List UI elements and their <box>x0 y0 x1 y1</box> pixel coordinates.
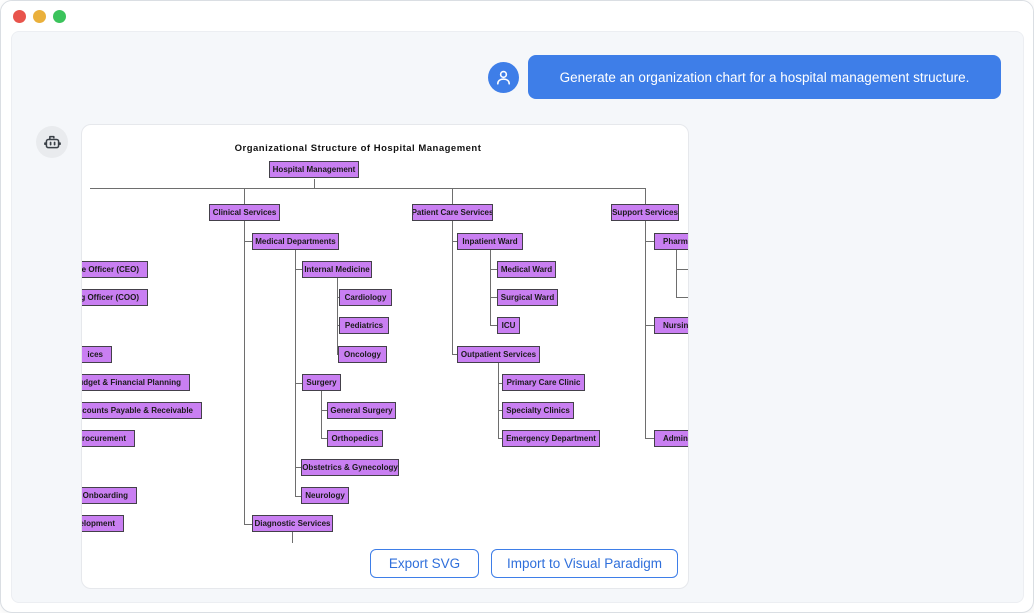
org-node-accounts-clipped: ccounts Payable & Receivable <box>82 402 202 419</box>
connector-line <box>452 354 457 355</box>
connector-line <box>295 250 296 496</box>
connector-line <box>244 188 245 204</box>
connector-line <box>244 524 252 525</box>
connector-line <box>645 438 654 439</box>
connector-line <box>90 188 645 189</box>
user-message-bubble: Generate an organization chart for a hos… <box>528 55 1001 99</box>
export-svg-button[interactable]: Export SVG <box>370 549 479 578</box>
org-node-patient-care-services: Patient Care Services <box>412 204 493 221</box>
org-node-primary-care-clinic: Primary Care Clinic <box>502 374 585 391</box>
connector-line <box>452 221 453 354</box>
connector-line <box>295 496 301 497</box>
org-node-admin-clipped: Admin <box>654 430 688 447</box>
connector-line <box>490 297 497 298</box>
org-node-medical-departments: Medical Departments <box>252 233 339 250</box>
connector-line <box>498 383 502 384</box>
connector-line <box>337 354 338 355</box>
bot-avatar <box>36 126 68 158</box>
connector-line <box>295 269 302 270</box>
org-node-surgery: Surgery <box>302 374 341 391</box>
org-node-emergency-department: Emergency Department <box>502 430 600 447</box>
org-node-surgical-ward: Surgical Ward <box>497 289 558 306</box>
org-node-ceo-clipped: e Officer (CEO) <box>82 261 148 278</box>
org-node-support-services: Support Services <box>611 204 679 221</box>
connector-line <box>645 221 646 438</box>
org-node-icu: ICU <box>497 317 520 334</box>
diagram-card: Organizational Structure of Hospital Man… <box>81 124 689 589</box>
connector-line <box>498 363 499 438</box>
org-node-services-clipped: ices <box>82 346 112 363</box>
connector-line <box>452 188 453 204</box>
connector-line <box>645 325 654 326</box>
connector-line <box>337 325 339 326</box>
connector-line <box>490 269 497 270</box>
connector-line <box>295 383 302 384</box>
org-node-onboarding-clipped: Onboarding <box>82 487 137 504</box>
org-node-outpatient-services: Outpatient Services <box>457 346 540 363</box>
org-node-internal-medicine: Internal Medicine <box>302 261 372 278</box>
robot-icon <box>43 135 61 148</box>
connector-line <box>676 250 677 297</box>
user-avatar <box>488 62 519 93</box>
window-titlebar <box>1 1 1033 31</box>
org-node-pharmacy-clipped: Pharm <box>654 233 688 250</box>
connector-line <box>321 438 327 439</box>
connector-line <box>490 250 491 325</box>
user-message-text: Generate an organization chart for a hos… <box>559 69 970 85</box>
org-node-inpatient-ward: Inpatient Ward <box>457 233 523 250</box>
connector-line <box>321 410 327 411</box>
connector-line <box>292 532 293 543</box>
connector-line <box>676 269 688 270</box>
org-node-coo-clipped: g Officer (COO) <box>82 289 148 306</box>
connector-line <box>244 241 252 242</box>
connector-line <box>490 325 497 326</box>
connector-line <box>314 179 315 188</box>
maximize-button[interactable] <box>53 10 66 23</box>
org-node-obstetrics-gynecology: Obstetrics & Gynecology <box>301 459 399 476</box>
org-node-neurology: Neurology <box>301 487 349 504</box>
org-node-oncology: Oncology <box>338 346 387 363</box>
connector-line <box>645 188 646 204</box>
org-node-pediatrics: Pediatrics <box>339 317 389 334</box>
connector-line <box>645 241 654 242</box>
chart-title: Organizational Structure of Hospital Man… <box>234 143 482 154</box>
connector-line <box>244 221 245 524</box>
connector-line <box>337 278 338 354</box>
close-button[interactable] <box>13 10 26 23</box>
org-node-medical-ward: Medical Ward <box>497 261 556 278</box>
connector-line <box>321 391 322 438</box>
import-to-visual-paradigm-button[interactable]: Import to Visual Paradigm <box>491 549 678 578</box>
connector-line <box>498 410 502 411</box>
org-node-clinical-services: Clinical Services <box>209 204 280 221</box>
org-node-development-clipped: elopment <box>82 515 124 532</box>
org-node-budget-clipped: udget & Financial Planning <box>82 374 190 391</box>
org-node-procurement-clipped: rocurement <box>82 430 135 447</box>
minimize-button[interactable] <box>33 10 46 23</box>
org-node-orthopedics: Orthopedics <box>327 430 383 447</box>
connector-line <box>498 438 502 439</box>
org-node-hospital-management: Hospital Management <box>269 161 359 178</box>
org-node-specialty-clinics: Specialty Clinics <box>502 402 574 419</box>
connector-line <box>452 241 457 242</box>
connector-line <box>295 467 301 468</box>
org-chart: Organizational Structure of Hospital Man… <box>82 125 688 588</box>
org-node-nursing-clipped: Nursin <box>654 317 688 334</box>
org-node-general-surgery: General Surgery <box>327 402 396 419</box>
connector-line <box>676 297 688 298</box>
org-node-diagnostic-services: Diagnostic Services <box>252 515 333 532</box>
connector-line <box>337 297 339 298</box>
org-node-cardiology: Cardiology <box>339 289 392 306</box>
person-icon <box>496 70 511 85</box>
